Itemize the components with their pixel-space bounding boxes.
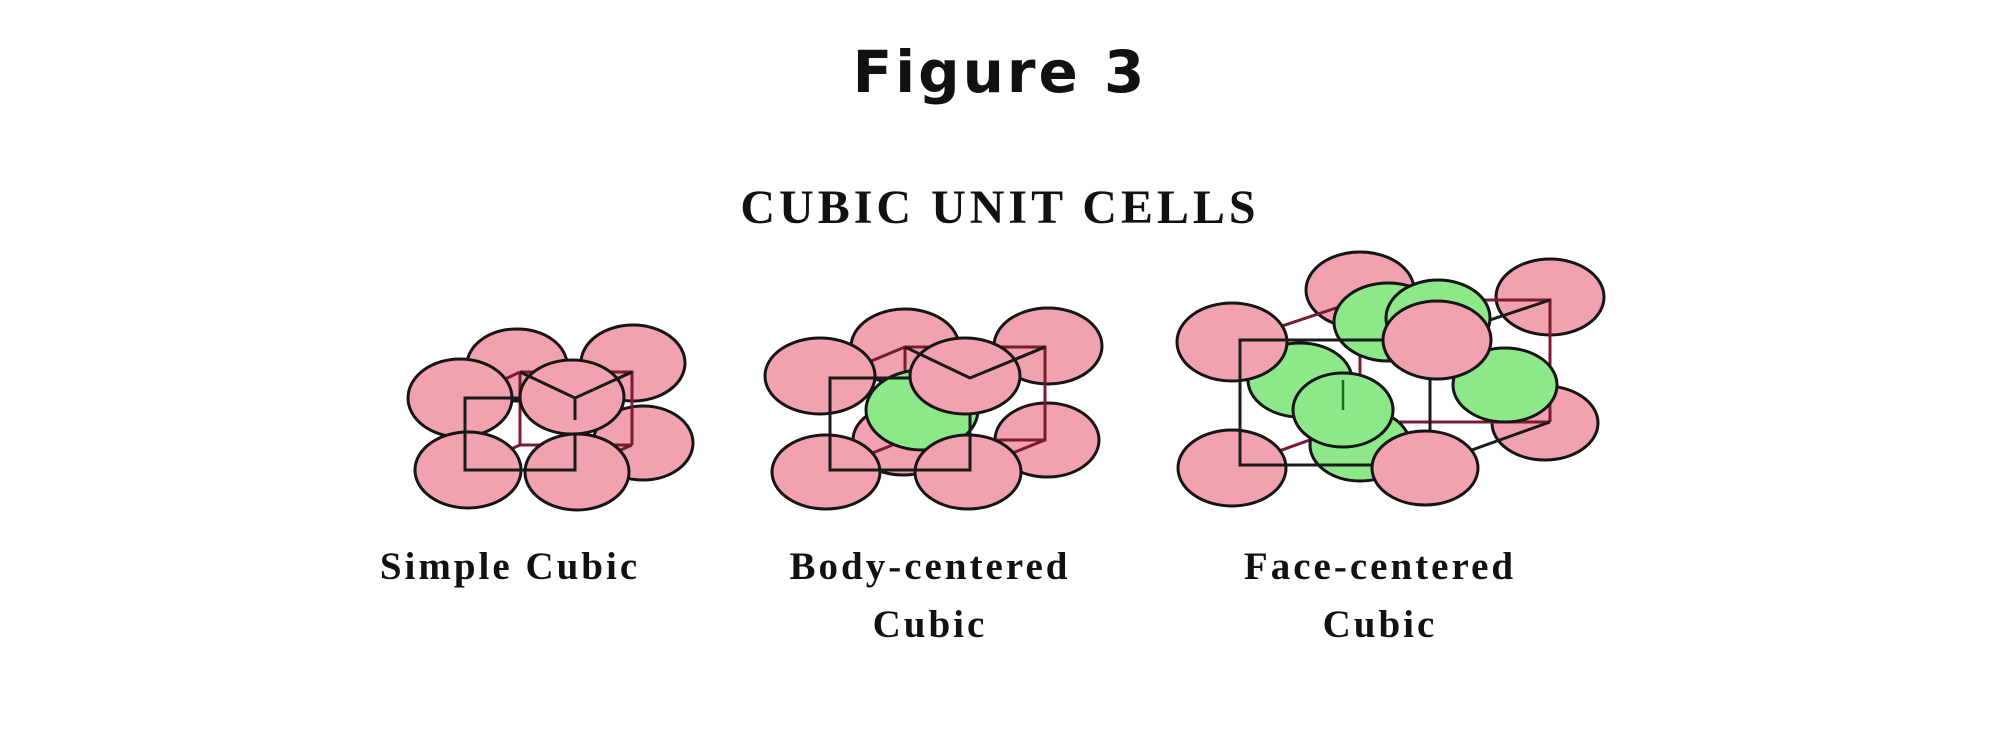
corner-atom bbox=[1370, 429, 1480, 507]
corner-atom bbox=[523, 432, 631, 512]
caption-line: Body-centered bbox=[789, 545, 1071, 588]
simple-cubic-cell bbox=[406, 323, 695, 512]
corner-atom bbox=[1381, 299, 1493, 381]
diagram-title: CUBIC UNIT CELLS bbox=[740, 181, 1260, 234]
body-centered-cubic-cell bbox=[763, 306, 1104, 511]
corner-atom bbox=[1175, 301, 1289, 383]
face-centered-cubic-caption: Face-centered Cubic bbox=[1210, 538, 1550, 654]
corner-atom bbox=[770, 433, 882, 511]
caption-line: Cubic bbox=[872, 603, 988, 646]
cube-edges-front bbox=[904, 345, 1046, 380]
corner-atom bbox=[763, 336, 877, 416]
figure-title: Figure 3 bbox=[852, 38, 1148, 106]
body-centered-cubic-caption: Body-centered Cubic bbox=[760, 538, 1100, 654]
simple-cubic-caption: Simple Cubic bbox=[340, 538, 680, 596]
caption-line: Face-centered bbox=[1243, 545, 1517, 588]
caption-line: Simple Cubic bbox=[379, 545, 641, 588]
corner-atom bbox=[913, 433, 1023, 511]
face-centered-cubic-cell bbox=[1175, 250, 1606, 508]
corner-atom bbox=[1176, 428, 1288, 508]
cube-edges-front bbox=[519, 370, 633, 420]
caption-line: Cubic bbox=[1322, 603, 1438, 646]
